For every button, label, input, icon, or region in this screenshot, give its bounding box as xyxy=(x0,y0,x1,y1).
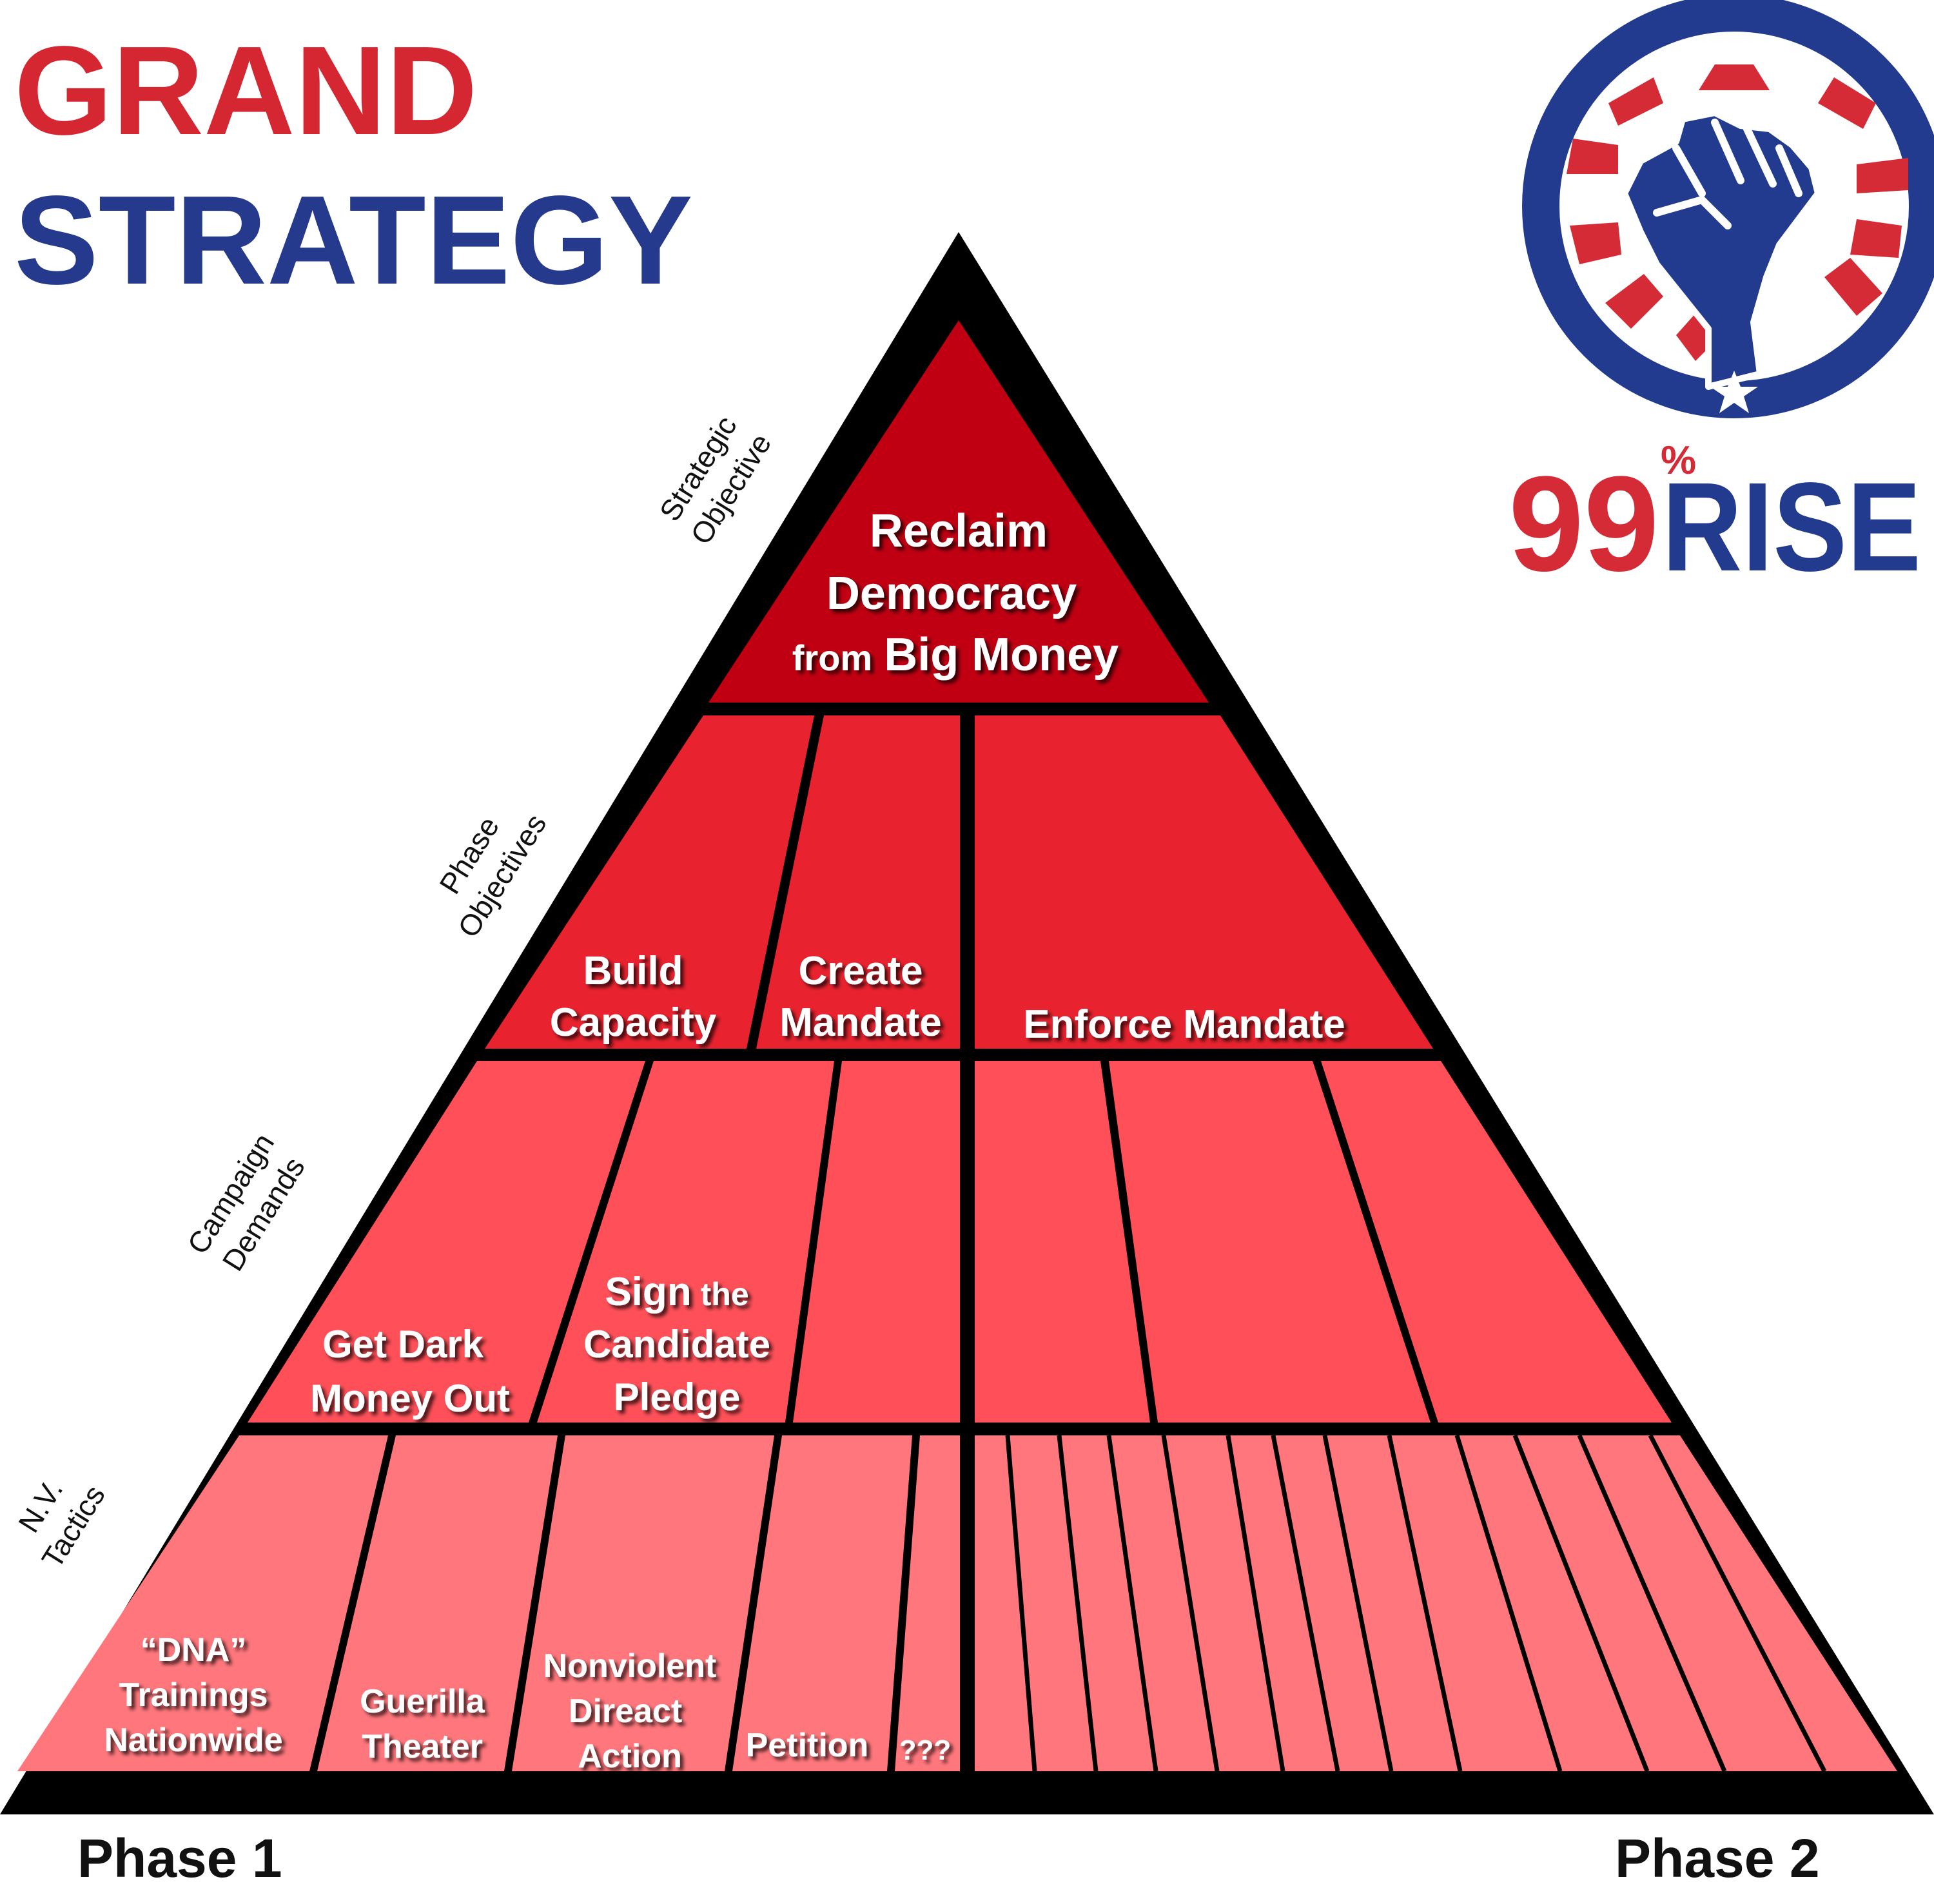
build-line-2: Capacity xyxy=(550,1000,717,1045)
petition-label: Petition xyxy=(746,1727,869,1764)
star-icon xyxy=(1710,371,1758,413)
pledge-the: the xyxy=(701,1276,749,1312)
phase-1-label: Phase 1 xyxy=(77,1828,282,1889)
cell-guerilla-theater xyxy=(317,1435,558,1771)
rise-logo: 99 % RISE xyxy=(1509,0,1934,599)
phase-2-label: Phase 2 xyxy=(1615,1828,1820,1889)
cell-phase1-demand-3 xyxy=(793,1061,960,1423)
side-label-phase: Phase Objectives xyxy=(433,808,552,944)
cell-phase2-demand-1 xyxy=(975,1061,1150,1423)
dark-money-line-1: Get Dark xyxy=(322,1323,484,1366)
dark-money-line-2: Money Out xyxy=(310,1377,510,1420)
nonviolent-line-2: Direact xyxy=(569,1693,682,1730)
pledge-sign: Sign xyxy=(605,1270,691,1314)
logo-burst xyxy=(1567,64,1908,361)
enforce-label: Enforce Mandate xyxy=(1023,1002,1345,1047)
title-strategy: STRATEGY xyxy=(14,170,693,311)
cell-build-capacity xyxy=(485,715,814,1049)
create-line-1: Create xyxy=(799,949,923,993)
unknown-tactic-label: ??? xyxy=(899,1734,952,1766)
cell-candidate-pledge xyxy=(537,1061,834,1423)
dna-line-1: “DNA” xyxy=(141,1631,247,1669)
guerilla-line-1: Guerilla xyxy=(360,1683,485,1720)
apex-label: Reclaim Democracy from Big Money xyxy=(792,505,1118,681)
pledge-line-2: Candidate xyxy=(583,1323,770,1366)
apex-line-3-big: Big Money xyxy=(884,629,1118,681)
cell-create-mandate xyxy=(756,715,960,1049)
apex-line-3: from Big Money xyxy=(792,629,1118,681)
apex-line-2: Democracy xyxy=(826,568,1077,619)
logo-99: 99 xyxy=(1509,448,1659,599)
pyramid xyxy=(0,232,1934,1814)
cell-unknown-tactic xyxy=(895,1435,960,1771)
tactic-labels: “DNA” Trainings Nationwide Guerilla Thea… xyxy=(104,1631,951,1775)
nonviolent-line-1: Nonviolent xyxy=(543,1647,717,1685)
logo-percent: % xyxy=(1661,438,1696,483)
pledge-line-3: Pledge xyxy=(614,1375,741,1419)
apex-line-1: Reclaim xyxy=(870,505,1048,557)
side-label-tactics: N.V. Tactics xyxy=(12,1474,112,1574)
tier-strategic-objective xyxy=(708,320,1209,703)
cell-petition xyxy=(732,1435,912,1771)
title-grand: GRAND xyxy=(14,20,478,161)
cell-phase2-demand-2 xyxy=(1109,1061,1431,1423)
build-line-1: Build xyxy=(583,949,683,993)
cell-phase2-demand-3 xyxy=(1321,1061,1672,1423)
side-label-strategic: Strategic Objective xyxy=(653,410,778,550)
raised-fist-icon xyxy=(1621,110,1821,413)
cell-dark-money xyxy=(248,1061,645,1423)
create-line-2: Mandate xyxy=(779,1000,941,1045)
guerilla-line-2: Theater xyxy=(362,1728,483,1765)
side-label-campaign: Campaign Demands xyxy=(181,1127,311,1277)
dna-line-2: Trainings xyxy=(119,1676,268,1714)
tier-phase2-tactics xyxy=(975,1435,1897,1771)
cell-nonviolent-action xyxy=(512,1435,774,1771)
apex-line-3-small: from xyxy=(792,637,872,678)
cell-enforce-mandate xyxy=(975,715,1433,1049)
logo-rise: RISE xyxy=(1662,456,1921,597)
cell-dna-trainings xyxy=(17,1435,388,1771)
nonviolent-line-3: Action xyxy=(578,1738,682,1775)
dna-line-3: Nationwide xyxy=(104,1722,282,1759)
phase-objective-labels: Build Capacity Create Mandate Enforce Ma… xyxy=(550,949,1345,1047)
phase2-tactic-dividers xyxy=(1005,1434,1827,1773)
